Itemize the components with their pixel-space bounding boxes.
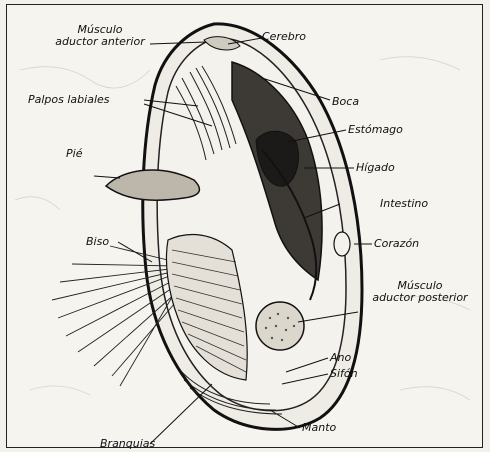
- label-cerebro: Cerebro: [262, 31, 306, 43]
- label-musculo-aductor-anterior-line2: aductor anterior: [40, 36, 160, 48]
- label-sifon: Sifón: [330, 368, 358, 380]
- label-palpos-labiales: Palpos labiales: [28, 94, 110, 106]
- label-musculo-aductor-posterior-line2: aductor posterior: [360, 292, 480, 304]
- label-manto: Manto: [302, 422, 336, 434]
- heart: [334, 232, 350, 256]
- label-corazon: Corazón: [374, 238, 419, 250]
- label-boca: Boca: [332, 96, 359, 108]
- posterior-adductor-muscle: [256, 302, 304, 350]
- label-pie: Pié: [66, 148, 82, 160]
- label-higado: Hígado: [356, 162, 395, 174]
- label-musculo-aductor-posterior: Músculo aductor posterior: [360, 280, 480, 304]
- label-musculo-aductor-anterior: Músculo aductor anterior: [40, 24, 160, 48]
- label-estomago: Estómago: [348, 124, 403, 136]
- label-intestino: Intestino: [380, 198, 428, 210]
- label-ano: Ano: [330, 352, 351, 364]
- label-branquias: Branquias: [100, 438, 155, 450]
- label-biso: Biso: [86, 236, 109, 248]
